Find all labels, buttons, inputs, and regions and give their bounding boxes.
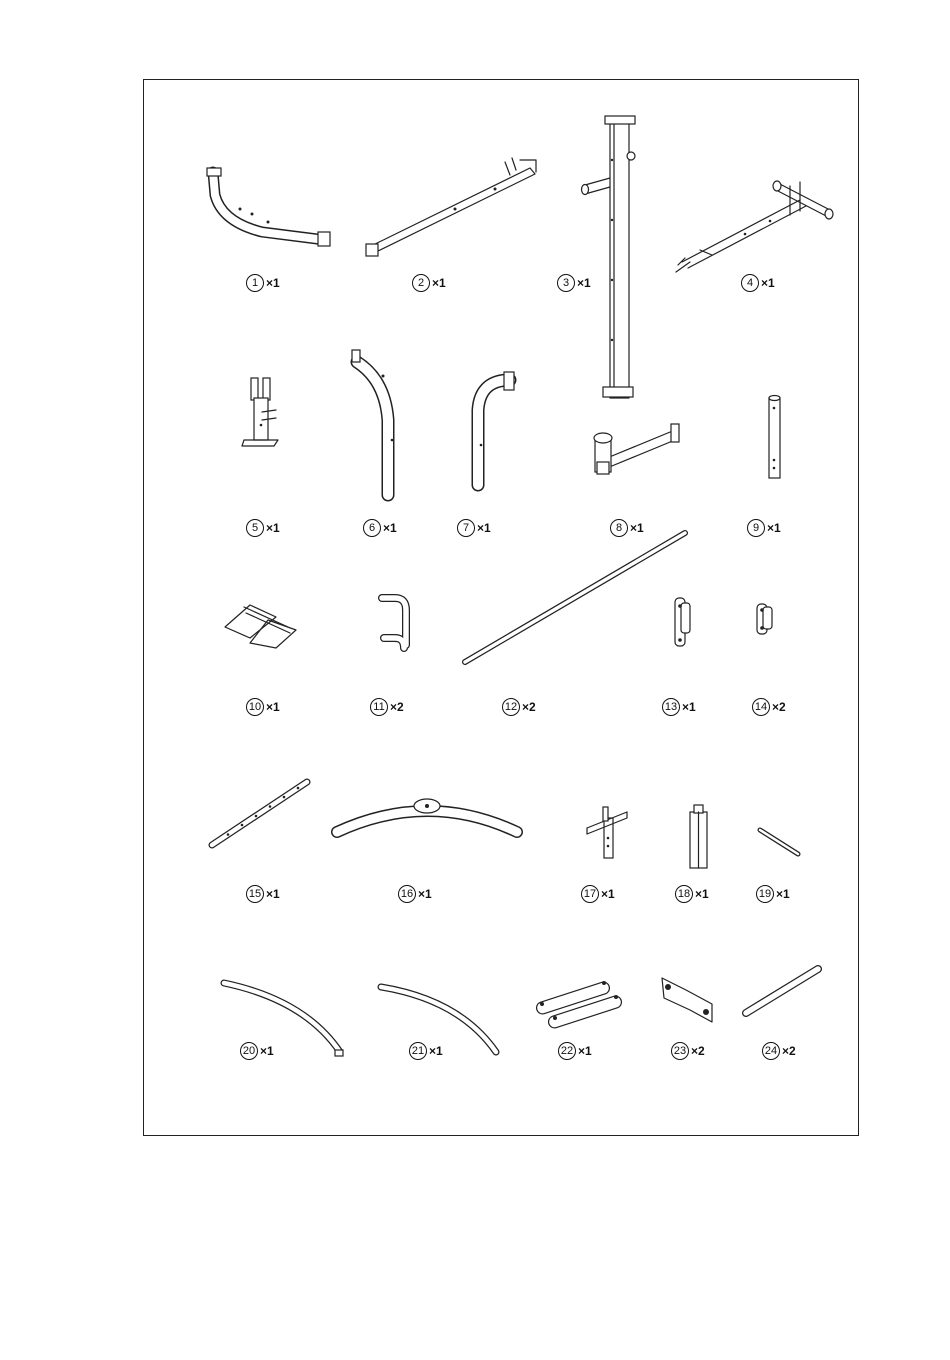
part-2-drawing: [366, 158, 536, 256]
part-quantity: ×2: [772, 700, 786, 714]
part-6-drawing: [352, 350, 393, 495]
part-number: 10: [246, 698, 264, 716]
part-quantity: ×1: [432, 276, 446, 290]
part-quantity: ×1: [266, 887, 280, 901]
part-label-10: 10×1: [246, 698, 280, 716]
part-3-drawing: [582, 116, 636, 398]
part-number: 20: [240, 1042, 258, 1060]
part-label-3: 3×1: [557, 274, 591, 292]
part-label-7: 7×1: [457, 519, 491, 537]
part-label-1: 1×1: [246, 274, 280, 292]
part-label-16: 16×1: [398, 885, 432, 903]
part-label-20: 20×1: [240, 1042, 274, 1060]
part-8-drawing: [594, 424, 679, 474]
part-number: 6: [363, 519, 381, 537]
part-quantity: ×1: [418, 887, 432, 901]
part-4-drawing: [676, 181, 833, 272]
part-quantity: ×2: [782, 1044, 796, 1058]
part-number: 16: [398, 885, 416, 903]
part-10-drawing: [225, 605, 296, 648]
part-quantity: ×1: [601, 887, 615, 901]
part-quantity: ×2: [691, 1044, 705, 1058]
part-label-23: 23×2: [671, 1042, 705, 1060]
part-quantity: ×1: [260, 1044, 274, 1058]
part-quantity: ×1: [682, 700, 696, 714]
part-label-15: 15×1: [246, 885, 280, 903]
part-18-drawing: [690, 805, 707, 868]
part-quantity: ×1: [578, 1044, 592, 1058]
part-number: 23: [671, 1042, 689, 1060]
part-12-drawing: [465, 533, 685, 662]
part-number: 21: [409, 1042, 427, 1060]
part-label-14: 14×2: [752, 698, 786, 716]
part-quantity: ×1: [383, 521, 397, 535]
part-24-drawing: [746, 969, 818, 1013]
part-label-6: 6×1: [363, 519, 397, 537]
part-number: 2: [412, 274, 430, 292]
part-label-4: 4×1: [741, 274, 775, 292]
part-13-drawing: [675, 598, 690, 646]
part-quantity: ×1: [266, 700, 280, 714]
part-number: 4: [741, 274, 759, 292]
part-number: 24: [762, 1042, 780, 1060]
part-quantity: ×1: [477, 521, 491, 535]
part-1-drawing: [207, 168, 330, 246]
part-number: 15: [246, 885, 264, 903]
part-9-drawing: [769, 396, 780, 479]
part-quantity: ×1: [429, 1044, 443, 1058]
part-number: 14: [752, 698, 770, 716]
part-15-drawing: [212, 782, 307, 845]
part-19-drawing: [760, 830, 798, 854]
part-quantity: ×1: [630, 521, 644, 535]
part-label-2: 2×1: [412, 274, 446, 292]
part-quantity: ×1: [767, 521, 781, 535]
part-quantity: ×1: [266, 521, 280, 535]
part-label-11: 11×2: [370, 698, 404, 716]
part-11-drawing: [382, 598, 406, 648]
part-number: 8: [610, 519, 628, 537]
part-label-22: 22×1: [558, 1042, 592, 1060]
part-label-5: 5×1: [246, 519, 280, 537]
part-number: 9: [747, 519, 765, 537]
part-number: 22: [558, 1042, 576, 1060]
part-label-21: 21×1: [409, 1042, 443, 1060]
part-number: 7: [457, 519, 475, 537]
part-number: 12: [502, 698, 520, 716]
part-label-13: 13×1: [662, 698, 696, 716]
part-14-drawing: [757, 604, 772, 634]
part-label-9: 9×1: [747, 519, 781, 537]
part-quantity: ×1: [776, 887, 790, 901]
part-7-drawing: [478, 372, 514, 485]
part-quantity: ×1: [266, 276, 280, 290]
part-16-drawing: [337, 799, 517, 832]
part-label-8: 8×1: [610, 519, 644, 537]
part-label-24: 24×2: [762, 1042, 796, 1060]
part-label-18: 18×1: [675, 885, 709, 903]
part-5-drawing: [242, 378, 278, 446]
part-label-12: 12×2: [502, 698, 536, 716]
part-quantity: ×2: [522, 700, 536, 714]
part-quantity: ×1: [577, 276, 591, 290]
part-23-drawing: [662, 978, 712, 1022]
part-number: 18: [675, 885, 693, 903]
part-quantity: ×1: [695, 887, 709, 901]
part-number: 3: [557, 274, 575, 292]
part-quantity: ×1: [761, 276, 775, 290]
part-label-17: 17×1: [581, 885, 615, 903]
part-number: 5: [246, 519, 264, 537]
part-number: 11: [370, 698, 388, 716]
part-label-19: 19×1: [756, 885, 790, 903]
part-17-drawing: [587, 807, 627, 858]
part-number: 13: [662, 698, 680, 716]
part-22-drawing: [535, 981, 623, 1030]
part-number: 1: [246, 274, 264, 292]
part-number: 17: [581, 885, 599, 903]
part-number: 19: [756, 885, 774, 903]
part-quantity: ×2: [390, 700, 404, 714]
